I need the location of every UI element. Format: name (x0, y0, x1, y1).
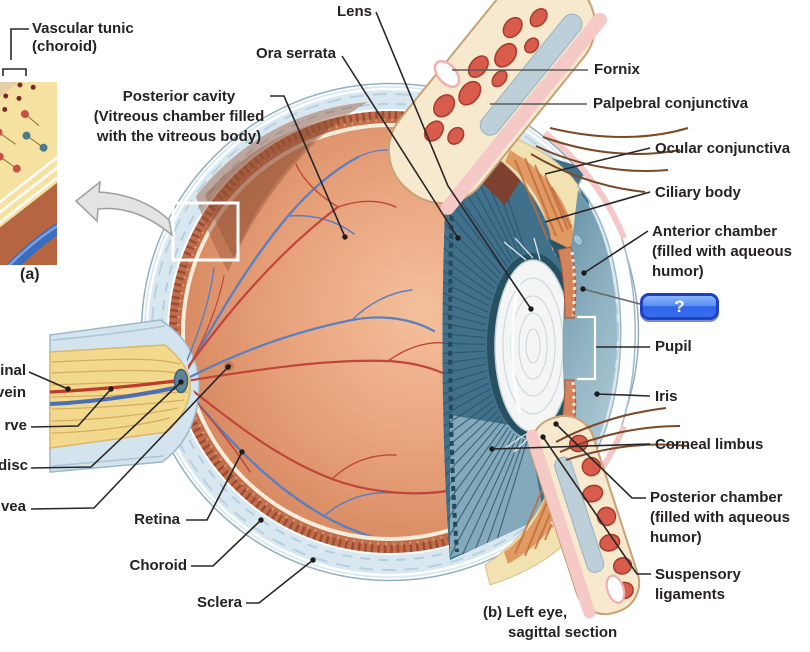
lens (487, 253, 579, 439)
label-cutoff-optic-nerve: rve (4, 417, 27, 434)
label-lens: Lens (336, 3, 372, 20)
label-cutoff-fovea: vea (0, 498, 26, 515)
label-ocular-conjunctiva: Ocular conjunctiva (655, 140, 791, 157)
label-vascular-tunic: Vascular tunic (choroid) (32, 20, 134, 56)
label-line: Posterior chamber (650, 489, 783, 506)
label-line: humor) (650, 529, 702, 546)
optic-nerve (49, 319, 200, 473)
inset-arrow (74, 180, 174, 237)
lower-fornix-pocket (605, 574, 626, 604)
label-line: inal (0, 362, 26, 379)
leader-lines (2, 11, 651, 604)
vascular-tunic-bracket (2, 28, 29, 76)
label-retina: Retina (134, 511, 180, 528)
label-line: (choroid) (32, 38, 97, 55)
inset-panel-a (0, 82, 57, 265)
label-anterior-chamber: Anterior chamber (filled with aqueous hu… (652, 222, 792, 282)
label-panel-b-line2: sagittal section (508, 624, 618, 641)
label-cutoff-optic-disc: disc (0, 457, 28, 474)
label-line: (filled with aqueous (650, 509, 791, 526)
label-line: ligaments (655, 586, 726, 603)
label-line: (Vitreous chamber filled (93, 108, 265, 125)
label-palpebral-conjunctiva: Palpebral conjunctiva (593, 95, 749, 112)
palpebral-conjunctiva-lining (440, 12, 608, 215)
label-fornix: Fornix (594, 61, 640, 78)
label-line: Suspensory (655, 566, 741, 583)
ora-serrata-edge (448, 134, 459, 553)
label-line: Vascular tunic (32, 20, 134, 37)
label-line: with the vitreous body) (96, 128, 262, 145)
lower-eyelid (525, 414, 641, 619)
label-suspensory-ligaments: Suspensory ligaments (655, 565, 741, 605)
label-line: humor) (652, 263, 704, 280)
detail-region-marker (171, 201, 240, 262)
tarsal-plate-upper (479, 13, 583, 136)
label-ciliary-body: Ciliary body (655, 184, 741, 201)
pupil-bracket (577, 315, 597, 381)
orbicularis-muscle-bundles (423, 8, 548, 145)
label-line: vein (0, 384, 26, 401)
label-line: Anterior chamber (652, 223, 778, 240)
label-iris: Iris (655, 388, 678, 405)
label-cutoff-retinal-vessels: inal vein (0, 360, 26, 404)
lower-conjunctiva-lining (525, 429, 596, 619)
label-line: Posterior cavity (122, 88, 236, 105)
label-posterior-cavity: Posterior cavity (Vitreous chamber fille… (86, 87, 272, 147)
label-panel-a: (a) (20, 266, 40, 283)
quiz-answer-button[interactable]: ? (640, 293, 719, 320)
label-sclera: Sclera (196, 594, 242, 611)
label-posterior-chamber: Posterior chamber (filled with aqueous h… (650, 488, 790, 548)
label-panel-b-line1: (b) Left eye, (483, 604, 568, 621)
tarsal-plate-lower (554, 456, 605, 573)
scleral-venous-sinus-top (572, 234, 584, 246)
ciliary-body-tissue (484, 129, 586, 586)
label-ora-serrata: Ora serrata (255, 45, 336, 62)
label-line: (filled with aqueous (652, 243, 793, 260)
label-pupil: Pupil (655, 338, 692, 355)
leader-dots (65, 234, 600, 563)
upper-eyelashes (530, 127, 689, 193)
iris (557, 246, 577, 444)
label-corneal-limbus: Corneal limbus (655, 436, 764, 453)
label-choroid: Choroid (129, 557, 188, 574)
upper-eyelid (387, 0, 608, 215)
fornix-pocket (433, 60, 461, 88)
